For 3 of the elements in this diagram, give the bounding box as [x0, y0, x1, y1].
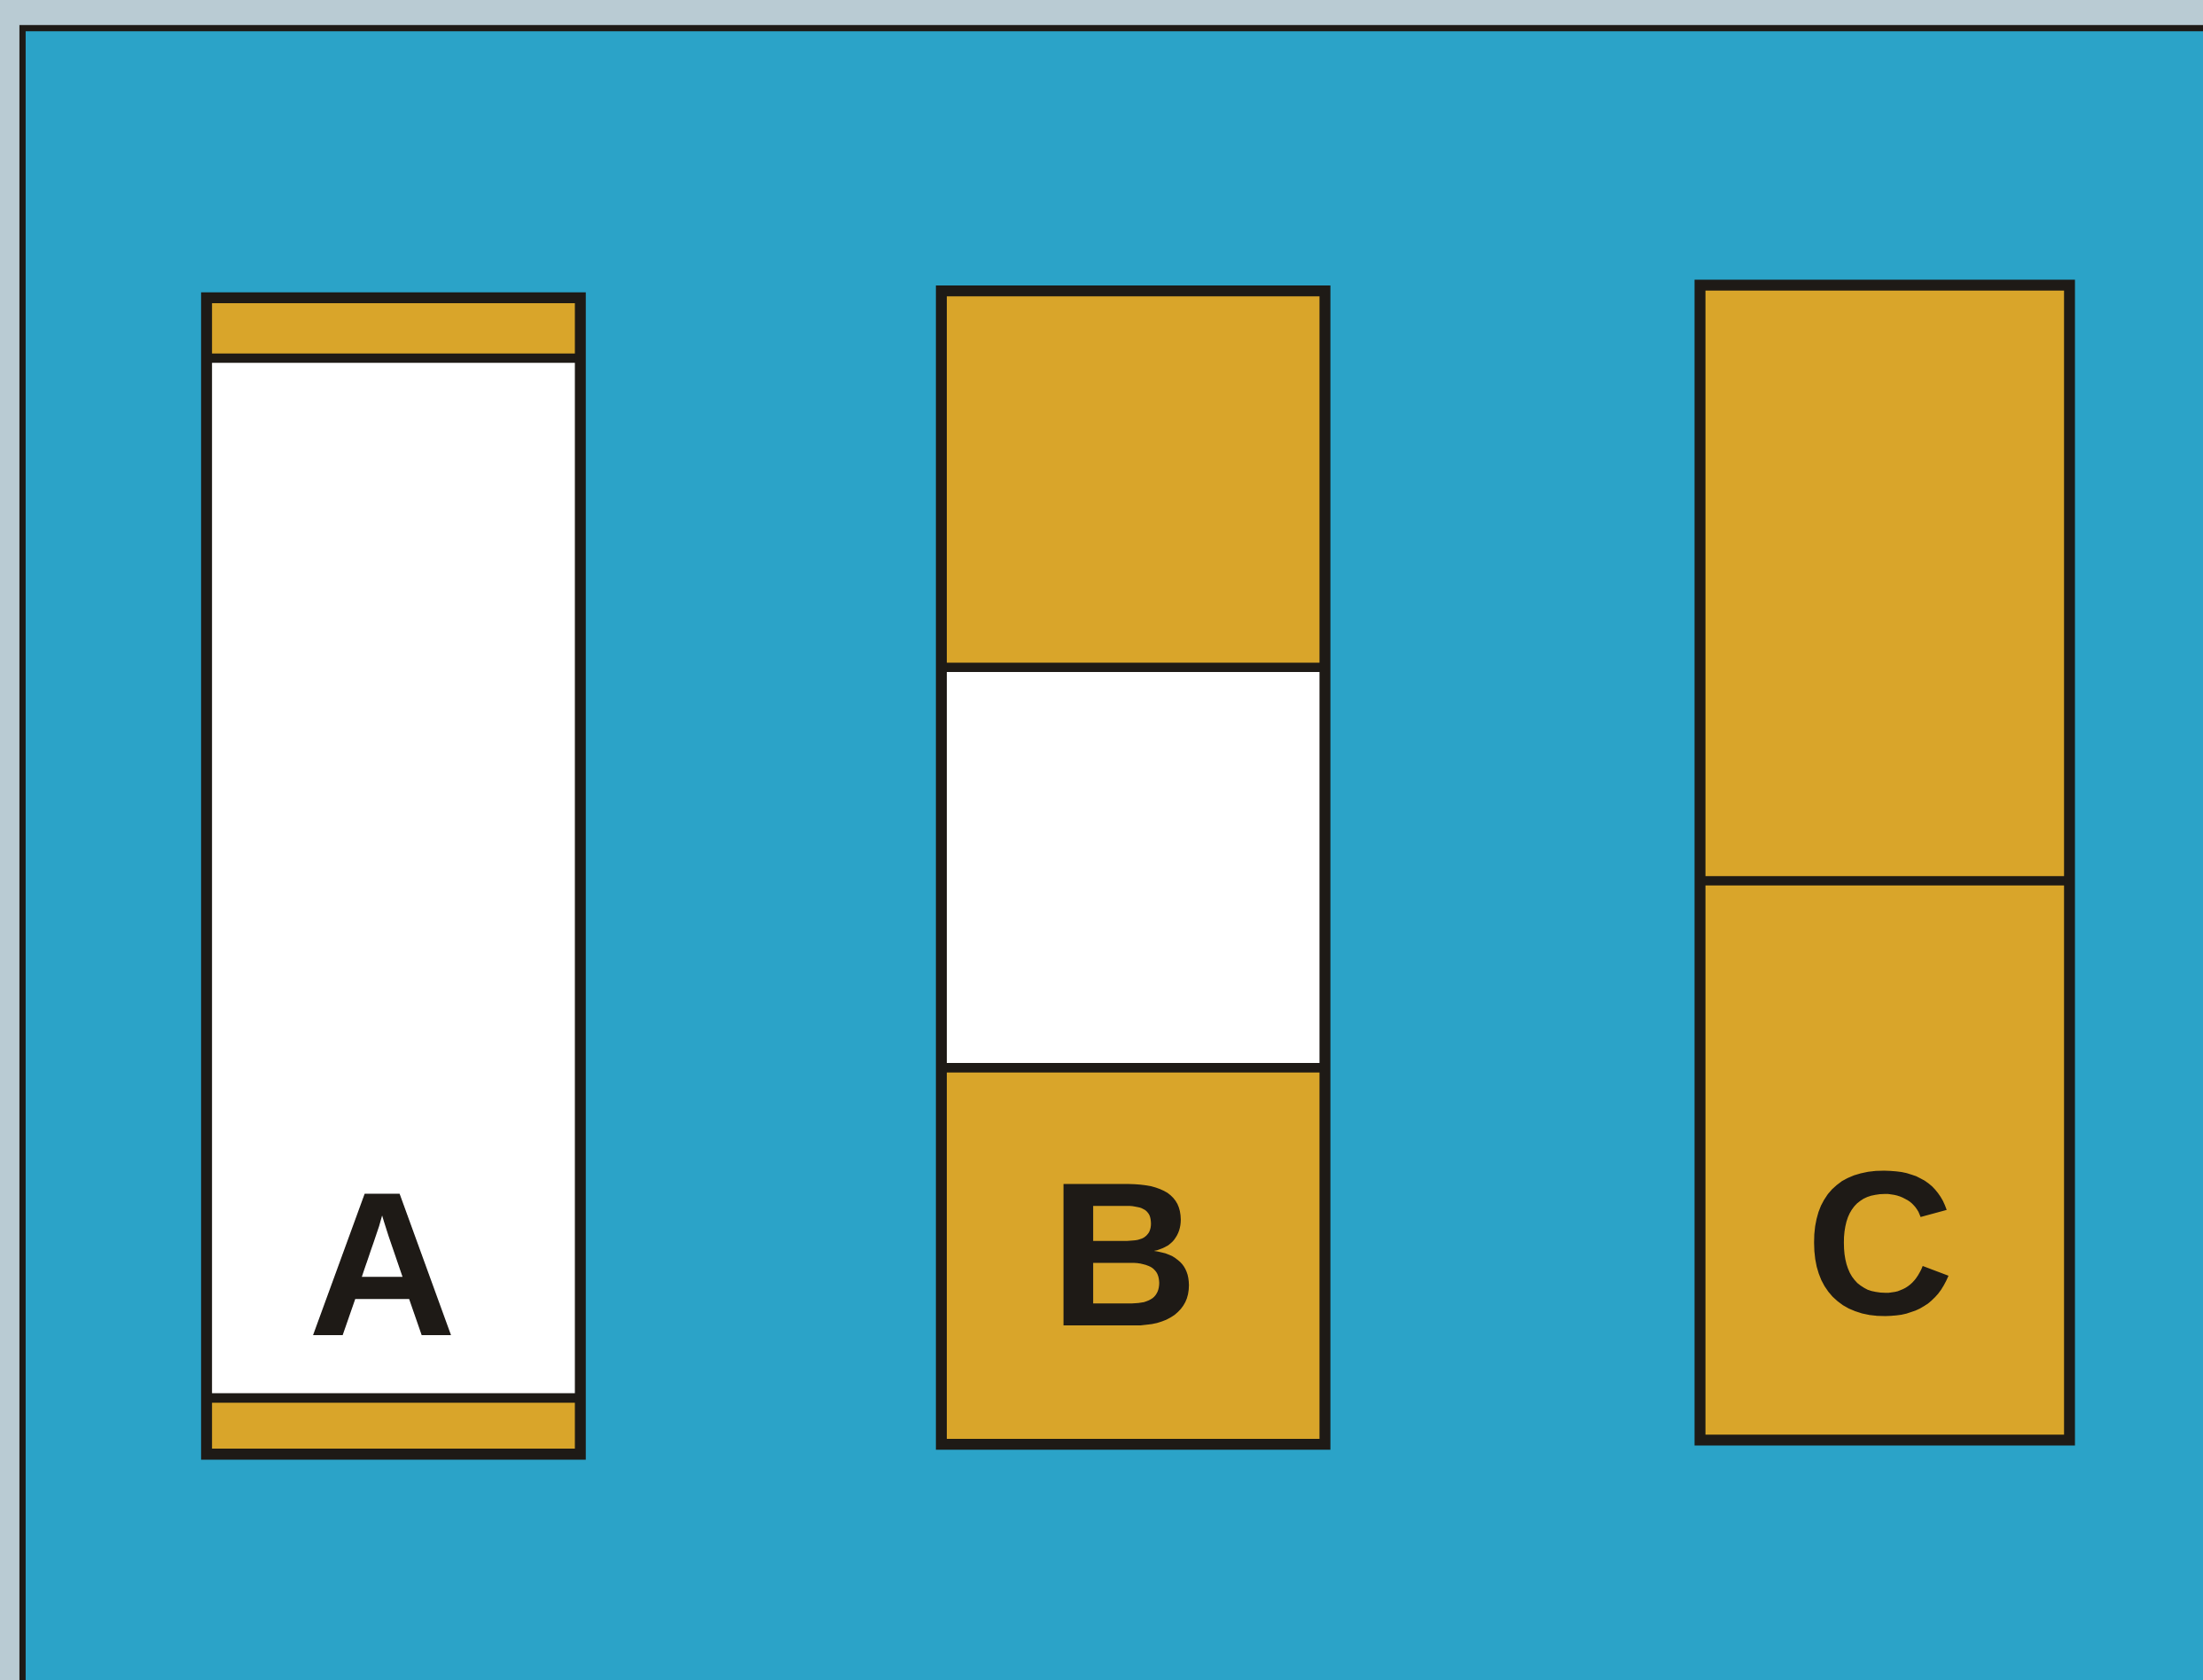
strip: C [1694, 279, 2075, 1446]
strip: B [935, 285, 1331, 1450]
strip: A [200, 292, 586, 1460]
